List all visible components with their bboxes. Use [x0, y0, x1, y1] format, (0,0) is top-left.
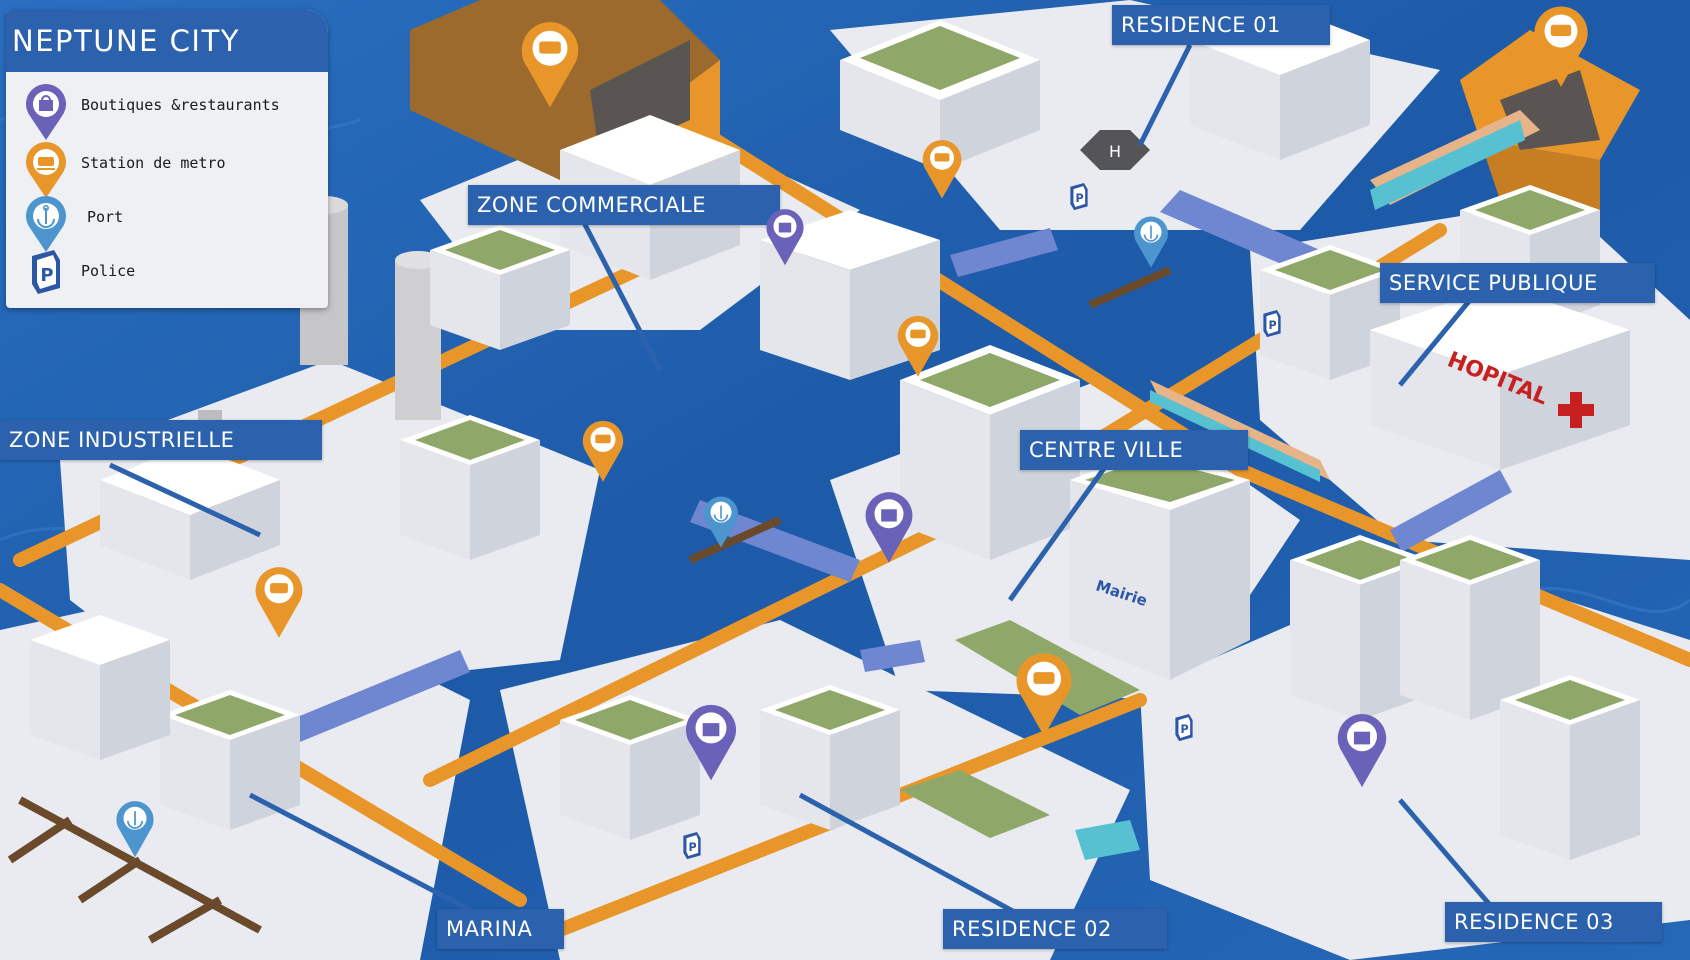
police-p-icon: P: [32, 250, 60, 294]
building-block: [1400, 535, 1540, 720]
building-block: [100, 445, 280, 580]
bridge: [1160, 190, 1320, 272]
legend-item-shops: Boutiques &restaurants: [20, 82, 325, 140]
shop-pin[interactable]: [762, 203, 808, 269]
bridge: [860, 640, 925, 672]
metro-train-icon: [922, 140, 962, 199]
police-pin[interactable]: P: [1256, 308, 1288, 344]
zone-label-service-publique[interactable]: SERVICE PUBLIQUE: [1380, 263, 1655, 303]
road: [423, 493, 1007, 787]
police-p-icon: P: [683, 832, 701, 860]
park: [900, 770, 1050, 838]
map-title: NEPTUNE CITY: [6, 10, 328, 72]
shopping-bag-icon: [685, 704, 737, 781]
building-block: [430, 225, 570, 350]
building-block: [160, 690, 300, 830]
svg-text:P: P: [1269, 319, 1277, 332]
metro-train-icon: [521, 22, 579, 108]
metro-train-icon: [897, 315, 939, 377]
svg-text:P: P: [1181, 723, 1189, 736]
building-block: [1500, 675, 1640, 860]
building-block: [560, 695, 700, 840]
svg-text:P: P: [1076, 192, 1084, 205]
zone-label-residence-01[interactable]: RESIDENCE 01: [1112, 5, 1330, 45]
marina-docks: [7, 266, 1172, 944]
building-block: [760, 685, 900, 830]
building-block: [900, 345, 1080, 560]
anchor-icon: [704, 496, 738, 548]
shop-pin[interactable]: [680, 695, 742, 787]
metro-pin[interactable]: [515, 15, 585, 111]
police-p-icon: P: [1070, 183, 1088, 211]
metro-train-icon: [255, 567, 303, 638]
legend-panel: NEPTUNE CITY Boutiques &restaurants Stat…: [6, 10, 328, 308]
metro-pin[interactable]: [1528, 0, 1594, 90]
metro-pin[interactable]: [1010, 645, 1078, 741]
bridge: [1390, 470, 1512, 552]
shop-pin[interactable]: [1332, 705, 1392, 793]
metro-train-icon: [1534, 6, 1588, 87]
building-block: [400, 415, 540, 560]
shopping-bag-icon: [766, 209, 804, 266]
metro-pin[interactable]: [918, 135, 966, 201]
metro-train-icon: [582, 420, 624, 482]
shopping-bag-icon: [1337, 714, 1387, 788]
legend-item-port: Port: [20, 194, 325, 252]
anchor-icon: [1134, 216, 1168, 268]
port-pin[interactable]: [1130, 210, 1172, 272]
legend-item-police: P Police: [20, 248, 325, 302]
zone-label-zone-commerciale[interactable]: ZONE COMMERCIALE: [468, 185, 780, 225]
legend-label-police: Police: [81, 262, 136, 280]
zone-label-marina[interactable]: MARINA: [437, 909, 564, 949]
police-pin[interactable]: P: [1168, 712, 1200, 748]
metro-train-icon: [1016, 653, 1072, 737]
metro-train-icon: [26, 142, 67, 198]
zone-label-residence-02[interactable]: RESIDENCE 02: [943, 909, 1167, 949]
label-leader-lines: [108, 43, 1492, 918]
svg-text:H: H: [1109, 142, 1121, 161]
metro-pin[interactable]: [250, 560, 308, 642]
anchor-icon: [116, 801, 154, 858]
police-p-icon: P: [1175, 714, 1193, 742]
anchor-icon: [26, 196, 67, 252]
svg-text:P: P: [689, 841, 697, 854]
police-p-icon: P: [1263, 310, 1281, 338]
port-pin[interactable]: [700, 490, 742, 552]
bridge: [950, 228, 1058, 277]
bridge: [290, 650, 470, 742]
zone-label-residence-03[interactable]: RESIDENCE 03: [1445, 902, 1662, 942]
port-pin[interactable]: [112, 795, 158, 861]
legend-label-port: Port: [87, 208, 124, 226]
shop-pin[interactable]: [860, 483, 918, 569]
legend-label-metro: Station de metro: [81, 154, 226, 172]
zone-label-zone-industrielle[interactable]: ZONE INDUSTRIELLE: [0, 420, 322, 460]
island-residence-03: [1140, 560, 1690, 960]
metro-pin[interactable]: [893, 310, 943, 380]
building-block: [840, 20, 1040, 170]
shopping-bag-icon: [26, 84, 67, 140]
zone-label-centre-ville[interactable]: CENTRE VILLE: [1020, 430, 1248, 470]
town-hall-building: [1070, 450, 1250, 680]
shopping-bag-icon: [865, 492, 913, 563]
legend-item-metro: Station de metro: [20, 140, 325, 198]
police-pin[interactable]: P: [676, 830, 708, 866]
hospital-building: [1370, 285, 1630, 470]
police-pin[interactable]: P: [1063, 181, 1095, 217]
helipad: H: [1080, 130, 1150, 170]
building-block: [30, 615, 170, 760]
svg-text:P: P: [40, 265, 53, 286]
legend-label-shops: Boutiques &restaurants: [81, 96, 280, 114]
metro-pin[interactable]: [578, 415, 628, 485]
